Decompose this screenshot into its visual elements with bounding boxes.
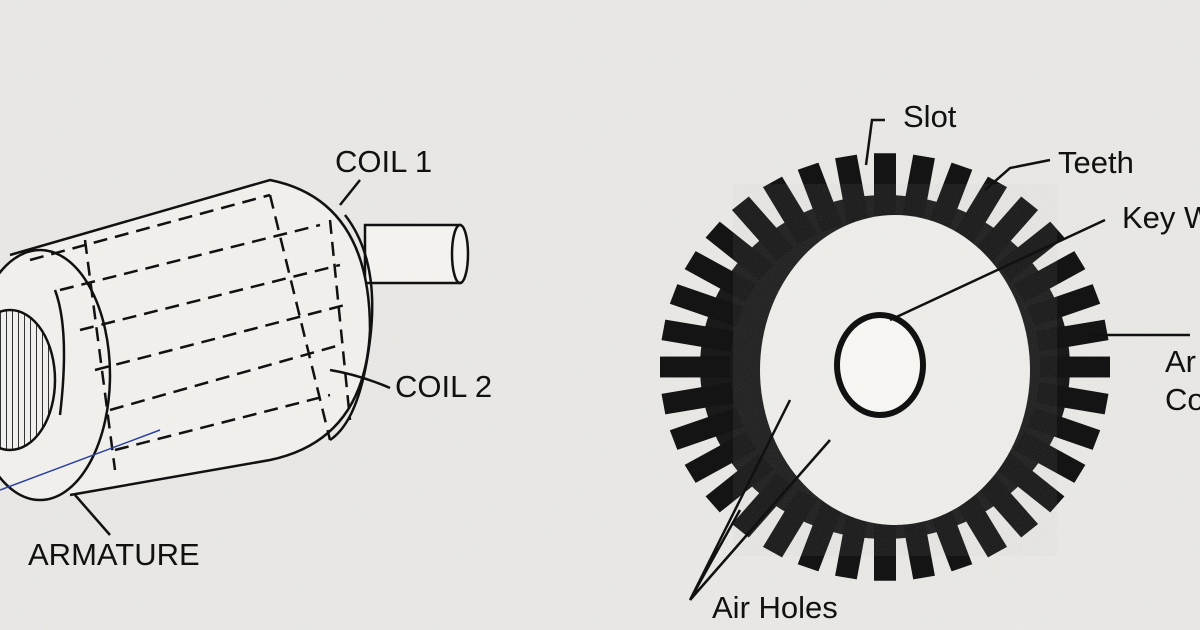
tooth: [1013, 251, 1086, 303]
tooth: [731, 473, 794, 538]
tooth: [952, 176, 1008, 245]
tooth: [762, 176, 818, 245]
tooth: [1035, 382, 1109, 415]
tooth: [731, 196, 794, 261]
tooth: [901, 510, 935, 580]
shaft: [363, 223, 462, 285]
tooth: [952, 489, 1008, 558]
tooth: [684, 251, 757, 303]
tooth: [1013, 431, 1086, 483]
coil2-label: COIL 2: [395, 369, 492, 404]
tooth: [874, 153, 896, 220]
armature-core: [660, 153, 1110, 581]
tooth: [1040, 356, 1110, 378]
coil2-leader: [329, 368, 391, 390]
tooth: [927, 501, 973, 572]
tooth: [874, 514, 896, 581]
air-holes-label: Air Holes: [712, 590, 838, 625]
tooth: [661, 382, 735, 415]
tooth: [835, 154, 869, 224]
tooth: [976, 473, 1039, 538]
teeth-group: [660, 153, 1110, 581]
tooth: [996, 453, 1065, 513]
armature-cylinder: [0, 178, 470, 536]
tooth: [669, 284, 744, 327]
armature-core-label-line1: Ar: [1165, 344, 1196, 379]
coil1-leader: [339, 179, 361, 206]
tooth: [1026, 407, 1101, 450]
armature-label: ARMATURE: [28, 537, 200, 572]
coil-windings: [29, 193, 352, 471]
tooth: [684, 431, 757, 483]
tooth: [797, 162, 843, 233]
tooth: [976, 196, 1039, 261]
shaft-section: [0, 308, 57, 452]
tooth: [1026, 284, 1101, 327]
tooth: [660, 356, 730, 378]
teeth-label: Teeth: [1058, 145, 1134, 180]
tooth: [797, 501, 843, 572]
coil1-label: COIL 1: [335, 144, 432, 179]
tooth: [835, 510, 869, 580]
armature-core-label-line2: Co: [1165, 382, 1200, 417]
tooth: [901, 154, 935, 224]
tooth: [1035, 319, 1109, 352]
shaft-hole: [834, 312, 926, 418]
tooth: [661, 319, 735, 352]
key-way-label: Key W: [1122, 200, 1200, 235]
tooth: [705, 221, 774, 281]
pen-line: [0, 429, 161, 491]
leaders: [688, 118, 1190, 601]
tooth: [927, 162, 973, 233]
tooth: [669, 407, 744, 450]
tooth: [762, 489, 818, 558]
tooth: [996, 221, 1065, 281]
armature-leader: [74, 494, 111, 536]
slot-label: Slot: [903, 99, 957, 134]
